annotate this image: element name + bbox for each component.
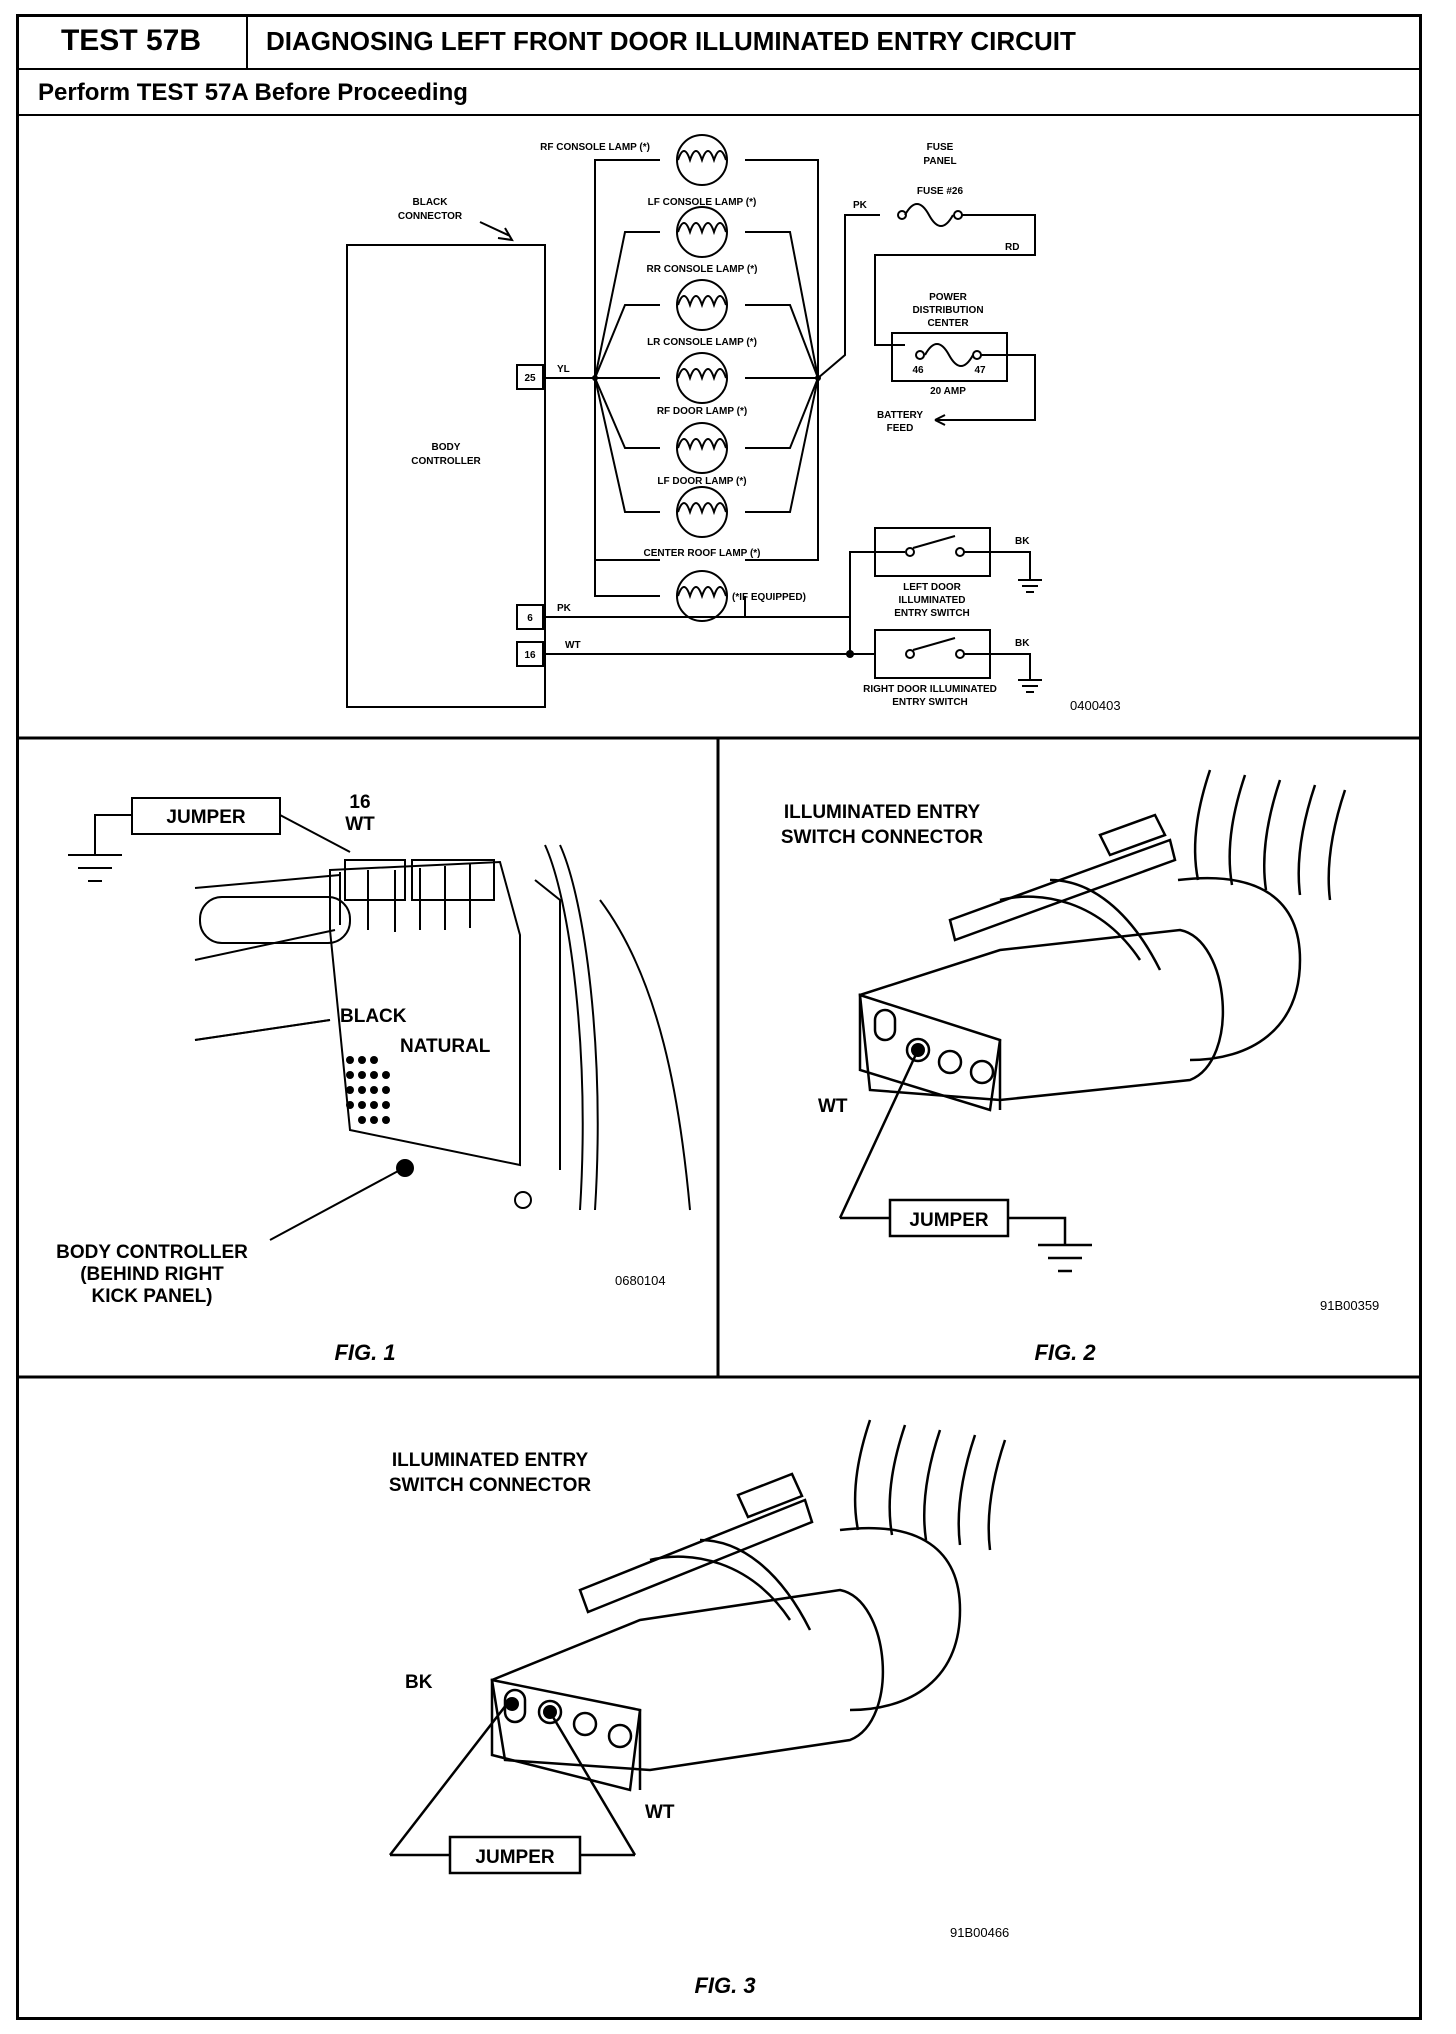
fig2-wt-label: WT — [818, 1096, 848, 1117]
wire-yl-label: YL — [557, 364, 570, 375]
fig1-jumper-label: JUMPER — [166, 807, 245, 828]
body-controller-label-2: CONTROLLER — [411, 456, 481, 467]
lamp-label-center-roof: CENTER ROOF LAMP (*) — [643, 548, 760, 559]
fig1-body-controller-note-3: KICK PANEL) — [91, 1286, 212, 1307]
fig2-code: 91B00359 — [1320, 1298, 1379, 1313]
page-frame — [16, 14, 1422, 2020]
fig3-bk-label: BK — [405, 1672, 433, 1693]
fuse-panel-label-2: PANEL — [923, 156, 956, 167]
fig1-pin-label-2: WT — [345, 814, 375, 835]
lamp-label-rr-console: RR CONSOLE LAMP (*) — [647, 264, 758, 275]
wire-bk1-label: BK — [1015, 536, 1030, 547]
fig3-title: ILLUMINATED ENTRY — [392, 1450, 589, 1471]
fig1-pin-label: 16 — [349, 792, 370, 813]
fig2-jumper-label: JUMPER — [909, 1210, 988, 1231]
wire-rd-label: RD — [1005, 242, 1019, 253]
pdc-box — [891, 332, 1008, 382]
fig1-illustration — [68, 797, 691, 1241]
black-connector-label: BLACK — [413, 197, 449, 208]
fig3-caption: FIG. 3 — [694, 1973, 755, 1998]
test-title: DIAGNOSING LEFT FRONT DOOR ILLUMINATED E… — [266, 26, 1076, 56]
schematic-code: 0400403 — [1070, 698, 1121, 713]
battery-feed-label-2: FEED — [887, 423, 914, 434]
fig1-natural-label: NATURAL — [400, 1036, 491, 1057]
lamp-label-lr-console: LR CONSOLE LAMP (*) — [647, 337, 757, 348]
wire-pk-top-label: PK — [853, 200, 868, 211]
fig3-wt-label: WT — [645, 1802, 675, 1823]
lamp-label-lf-console: LF CONSOLE LAMP (*) — [648, 197, 757, 208]
body-controller-box — [346, 244, 546, 708]
fig1-caption: FIG. 1 — [334, 1340, 395, 1365]
pin-16-label: 16 — [524, 650, 536, 661]
pdc-label: POWER — [929, 292, 968, 303]
fig3-jumper-label: JUMPER — [475, 1847, 554, 1868]
amp-label: 20 AMP — [930, 386, 966, 397]
lamp-symbols — [676, 134, 728, 622]
fuse-26-label: FUSE #26 — [917, 186, 964, 197]
fuse-panel-label: FUSE — [927, 142, 954, 153]
fig3-title-2: SWITCH CONNECTOR — [389, 1475, 592, 1496]
wire-wt-label: WT — [565, 640, 581, 651]
right-switch-label-2: ENTRY SWITCH — [892, 697, 968, 708]
pin-6-label: 6 — [527, 613, 533, 624]
wire-pk-bottom-label: PK — [557, 603, 572, 614]
fig1-code: 0680104 — [615, 1273, 666, 1288]
fig2-connector-illustration — [838, 769, 1347, 1273]
fig3-connector-illustration — [389, 1419, 1007, 1875]
fig1-body-controller-note: BODY CONTROLLER — [56, 1242, 248, 1263]
right-switch-label: RIGHT DOOR ILLUMINATED — [863, 684, 997, 695]
prerequisite-row: Perform TEST 57A Before Proceeding — [16, 70, 1422, 116]
fig3-jumper-box — [448, 1835, 582, 1875]
lamp-label-lf-door: LF DOOR LAMP (*) — [657, 476, 746, 487]
header-row: TEST 57B DIAGNOSING LEFT FRONT DOOR ILLU… — [16, 14, 1422, 70]
pin-25-label: 25 — [524, 373, 536, 384]
left-switch-label: LEFT DOOR — [903, 582, 962, 593]
left-switch-label-3: ENTRY SWITCH — [894, 608, 970, 619]
if-equipped-note: (*IF EQUIPPED) — [732, 592, 806, 603]
prerequisite-note: Perform TEST 57A Before Proceeding — [38, 79, 468, 106]
pdc-label-3: CENTER — [927, 318, 969, 329]
fig2-caption: FIG. 2 — [1034, 1340, 1096, 1365]
black-connector-label-2: CONNECTOR — [398, 211, 463, 222]
lamp-label-rf-door: RF DOOR LAMP (*) — [657, 406, 747, 417]
battery-feed-label: BATTERY — [877, 410, 923, 421]
pdc-label-2: DISTRIBUTION — [912, 305, 983, 316]
fig1-black-label: BLACK — [340, 1006, 407, 1027]
wiring-schematic — [346, 134, 1042, 708]
fig1-vent-dots — [346, 1056, 390, 1124]
fig2-title: ILLUMINATED ENTRY — [784, 802, 981, 823]
fig1-body-controller-note-2: (BEHIND RIGHT — [80, 1264, 224, 1285]
test-id: TEST 57B — [16, 14, 248, 68]
lamp-label-rf-console: RF CONSOLE LAMP (*) — [540, 142, 650, 153]
wire-bk2-label: BK — [1015, 638, 1030, 649]
pdc-pin-47: 47 — [974, 365, 986, 376]
body-controller-label: BODY — [432, 442, 461, 453]
pdc-pin-46: 46 — [912, 365, 924, 376]
fig3-code: 91B00466 — [950, 1925, 1009, 1940]
fig2-title-2: SWITCH CONNECTOR — [781, 827, 984, 848]
left-switch-label-2: ILLUMINATED — [898, 595, 965, 606]
